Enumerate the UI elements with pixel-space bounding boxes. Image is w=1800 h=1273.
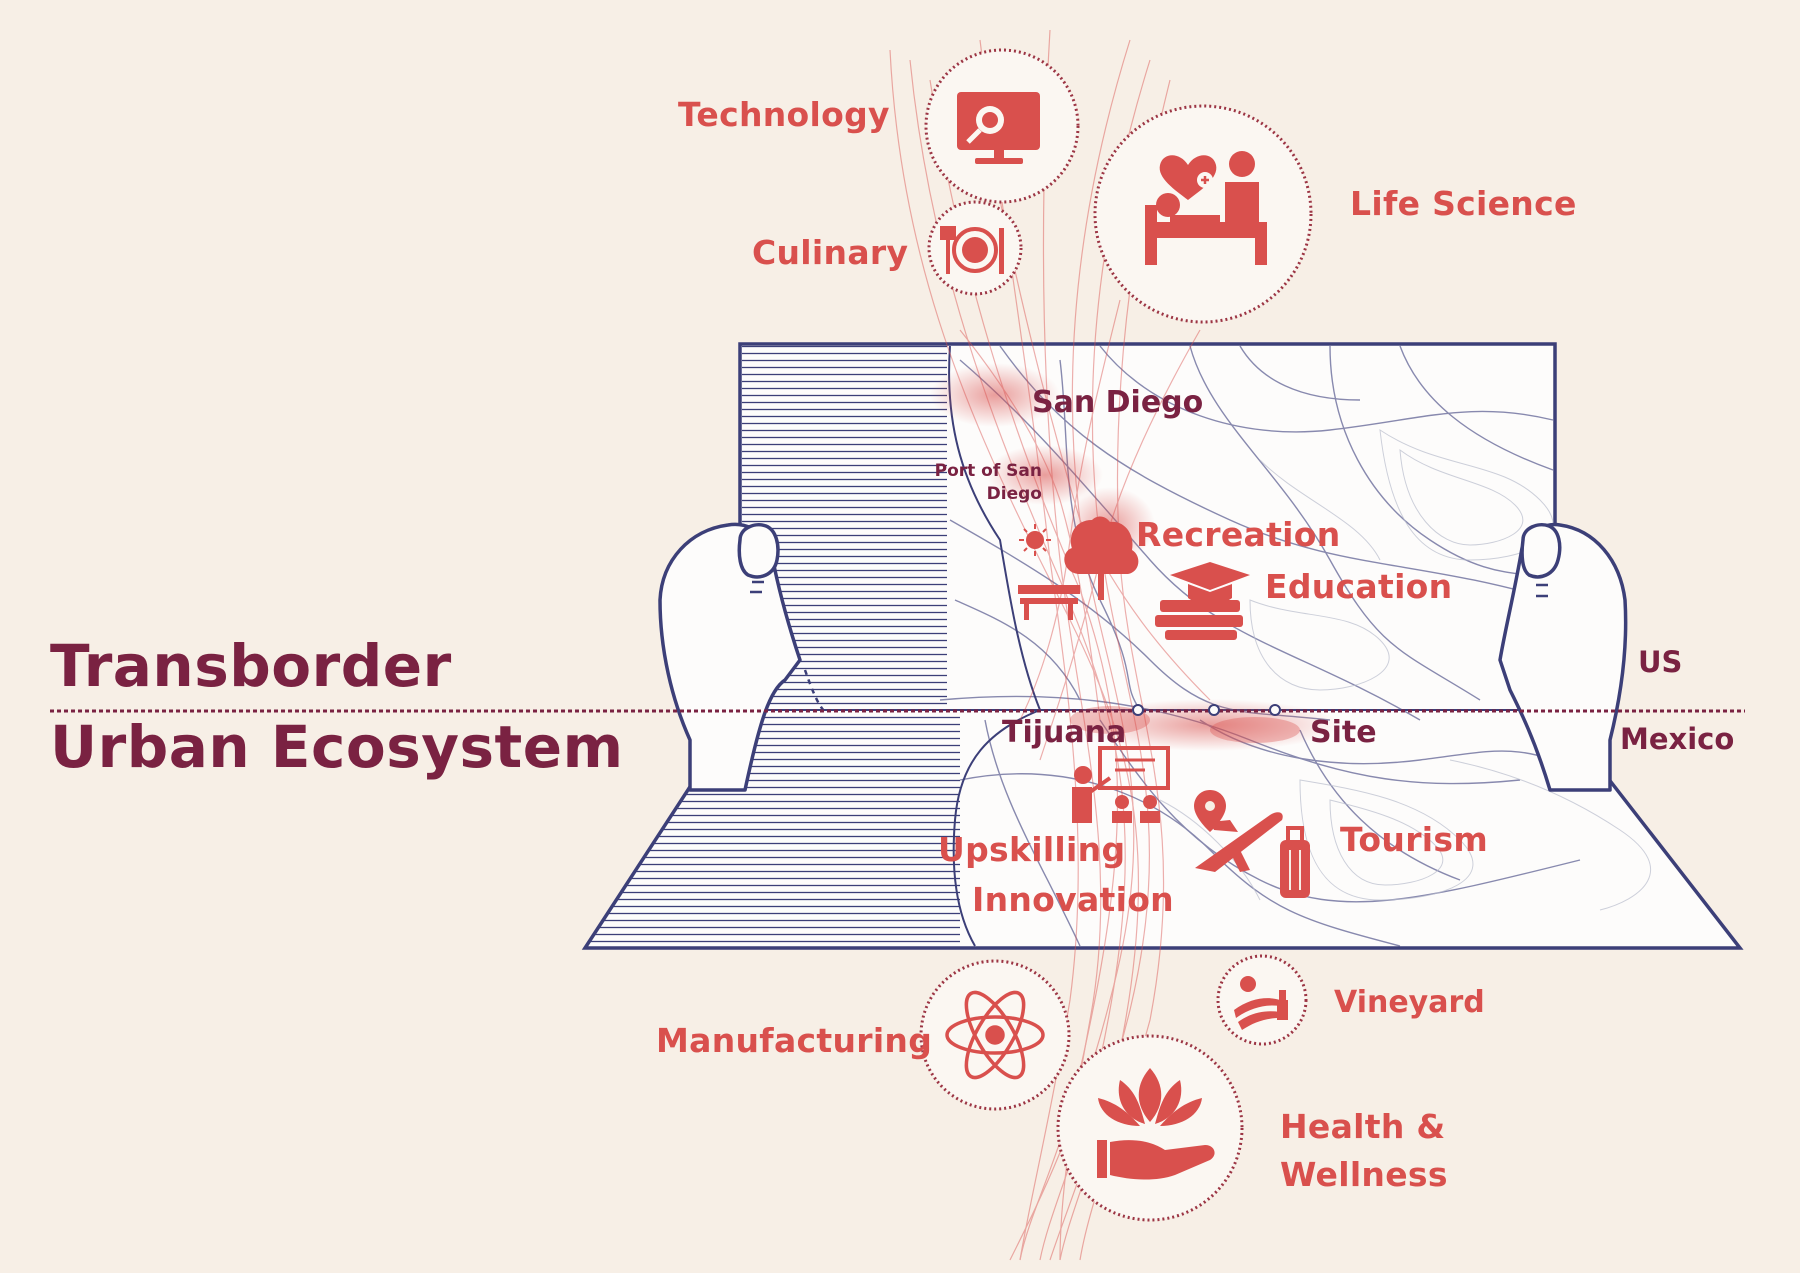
title-line-2: Urban Ecosystem xyxy=(50,713,624,781)
border-crossings xyxy=(1132,704,1281,716)
sector-health-line-2: Wellness xyxy=(1280,1155,1448,1194)
sector-innovation-label: Innovation xyxy=(972,880,1174,919)
sector-culinary-label: Culinary xyxy=(752,233,909,272)
sector-tourism-label: Tourism xyxy=(1340,820,1489,859)
life-science-circle xyxy=(1093,104,1313,324)
sector-recreation-label: Recreation xyxy=(1136,515,1341,554)
map-sheet xyxy=(581,342,1744,950)
place-port-label: Port of San Diego xyxy=(900,460,1042,506)
technology-circle xyxy=(924,48,1080,204)
place-site-label: Site xyxy=(1310,715,1377,750)
graduation-cap-books-icon xyxy=(1155,562,1250,640)
sector-health-line-1: Health & xyxy=(1280,1107,1446,1146)
right-hand xyxy=(1498,522,1628,792)
tree-bench-icon xyxy=(1018,516,1139,620)
atom-icon xyxy=(945,990,1045,1080)
place-san-diego-label: San Diego xyxy=(1032,385,1204,420)
teacher-board-icon xyxy=(1072,746,1170,823)
country-us-label: US xyxy=(1638,645,1683,679)
left-hand xyxy=(658,522,802,792)
manufacturing-circle xyxy=(919,959,1071,1111)
sun-icon xyxy=(1019,524,1051,556)
ocean-hatching-lower xyxy=(588,712,960,946)
sector-life-science-label: Life Science xyxy=(1350,184,1577,223)
vineyard-sun-icon xyxy=(1234,976,1288,1030)
plane-luggage-pin-icon xyxy=(1194,790,1310,898)
coastline xyxy=(948,345,1042,947)
place-port-line-1: Port of San xyxy=(934,461,1042,481)
sector-vineyard-label: Vineyard xyxy=(1334,985,1485,1020)
place-tijuana-label: Tijuana xyxy=(1002,715,1127,750)
sector-manufacturing-label: Manufacturing xyxy=(656,1021,933,1060)
culinary-circle xyxy=(927,200,1023,296)
lotus-hand-icon xyxy=(1097,1068,1215,1180)
country-mexico-label: Mexico xyxy=(1620,722,1735,756)
place-port-line-2: Diego xyxy=(986,483,1042,504)
monitor-search-icon xyxy=(957,92,1040,164)
sector-education-label: Education xyxy=(1265,567,1453,606)
vineyard-circle xyxy=(1216,954,1308,1046)
health-circle xyxy=(1056,1034,1244,1222)
plate-cutlery-icon xyxy=(940,226,1004,274)
title-line-1: Transborder xyxy=(50,632,452,700)
sector-technology-label: Technology xyxy=(678,95,890,134)
patient-care-icon xyxy=(1145,151,1267,265)
right-hand-details xyxy=(1536,583,1548,598)
sector-upskilling-label: Upskilling xyxy=(938,830,1126,869)
